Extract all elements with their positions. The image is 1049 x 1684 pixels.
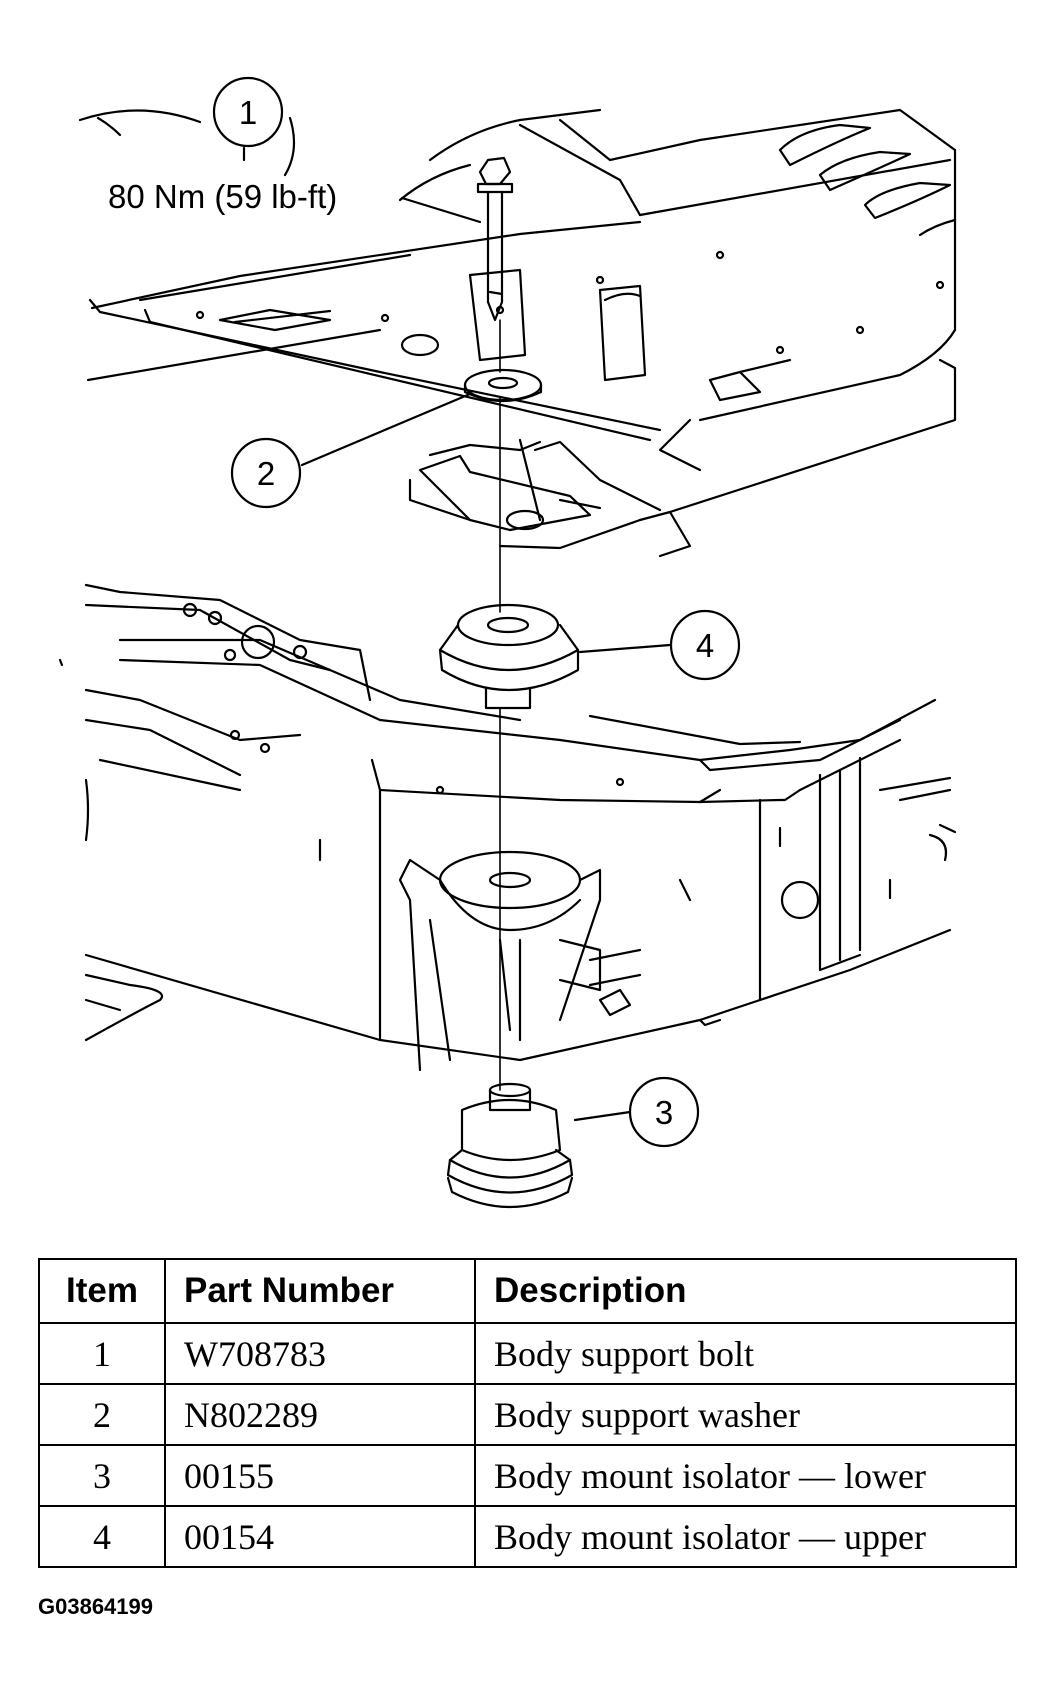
table-row: 4 00154 Body mount isolator — upper xyxy=(38,1505,1017,1568)
callout-3-leader xyxy=(573,1110,632,1122)
callout-4-leader xyxy=(578,643,672,654)
torque-leader xyxy=(400,196,482,224)
cell-item: 2 xyxy=(38,1383,166,1446)
lower-isolator-drawing xyxy=(446,1082,574,1209)
bolt-drawing xyxy=(476,156,514,322)
cell-part-number: 00154 xyxy=(164,1505,476,1568)
figure-id: G03864199 xyxy=(38,1594,153,1619)
callout-4-label: 4 xyxy=(696,627,714,664)
floor-pan-drawing xyxy=(78,108,957,558)
cell-item: 3 xyxy=(38,1444,166,1507)
header-part-number: Part Number xyxy=(164,1258,476,1324)
header-description: Description xyxy=(474,1258,1017,1324)
cell-description: Body mount isolator — lower xyxy=(474,1444,1017,1507)
callout-2-circle xyxy=(230,437,302,509)
callout-1-circle xyxy=(212,76,284,148)
frame-bracket-drawing xyxy=(398,850,642,1072)
cell-item: 1 xyxy=(38,1322,166,1385)
table-row: 2 N802289 Body support washer xyxy=(38,1383,1017,1446)
table-row: 1 W708783 Body support bolt xyxy=(38,1322,1017,1385)
callout-3-circle xyxy=(628,1076,700,1148)
frame-rail-drawing xyxy=(58,583,957,1062)
body-mount-exploded-diagram: 1 2 4 3 80 Nm (59 lb-ft) xyxy=(58,76,957,1209)
cell-part-number: 00155 xyxy=(164,1444,476,1507)
parts-table: Item Part Number Description 1 W708783 B… xyxy=(38,1258,1017,1568)
washer-drawing xyxy=(463,368,543,403)
callout-1-label: 1 xyxy=(239,94,257,131)
table-header-row: Item Part Number Description xyxy=(38,1258,1017,1324)
cell-description: Body support bolt xyxy=(474,1322,1017,1385)
callout-4-circle xyxy=(669,609,741,681)
callout-2-leader xyxy=(300,392,472,467)
torque-spec-label: 80 Nm (59 lb-ft) xyxy=(108,178,337,215)
callout-2-label: 2 xyxy=(257,455,275,492)
header-item: Item xyxy=(38,1258,166,1324)
cell-part-number: W708783 xyxy=(164,1322,476,1385)
callout-3-label: 3 xyxy=(655,1094,673,1131)
cell-part-number: N802289 xyxy=(164,1383,476,1446)
cell-description: Body support washer xyxy=(474,1383,1017,1446)
table-row: 3 00155 Body mount isolator — lower xyxy=(38,1444,1017,1507)
upper-isolator-drawing xyxy=(438,603,580,710)
cell-item: 4 xyxy=(38,1505,166,1568)
cell-description: Body mount isolator — upper xyxy=(474,1505,1017,1568)
